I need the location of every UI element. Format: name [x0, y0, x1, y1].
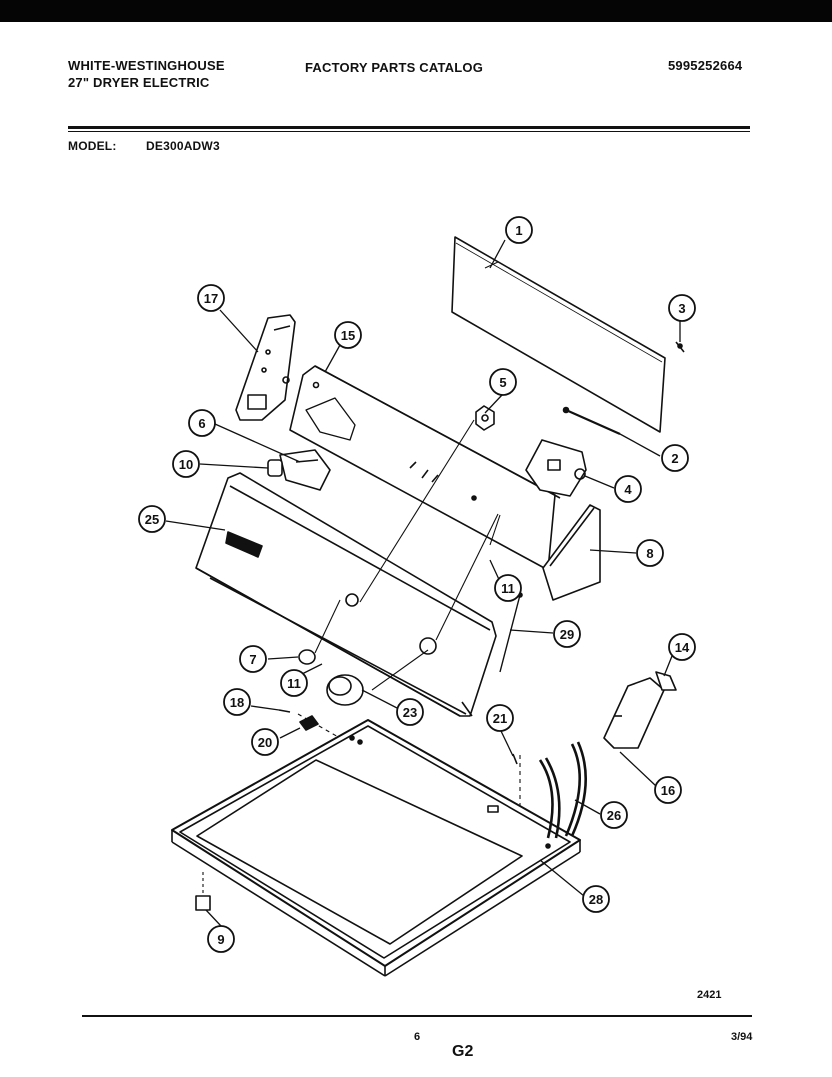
callout-25: 25 [138, 505, 166, 533]
callout-16: 16 [654, 776, 682, 804]
switch-part [267, 449, 331, 491]
svg-text:20: 20 [258, 735, 272, 750]
callout-28: 28 [582, 885, 610, 913]
catalog-number: 5995252664 [668, 58, 743, 73]
callout-3: 3 [668, 294, 696, 322]
terminal-block-part [603, 671, 677, 749]
drawing-number: 2421 [697, 989, 722, 1001]
callout-23: 23 [396, 698, 424, 726]
callout-20: 20 [251, 728, 279, 756]
callout-14: 14 [668, 633, 696, 661]
svg-text:5: 5 [499, 375, 506, 390]
svg-text:26: 26 [607, 808, 621, 823]
hoses-part [538, 741, 587, 839]
back-panel-part [451, 236, 666, 433]
callout-6: 6 [188, 409, 216, 437]
large-knob-part [326, 674, 364, 706]
callout-5: 5 [489, 368, 517, 396]
callout-15: 15 [334, 321, 362, 349]
screws-part [278, 709, 319, 731]
callout-2: 2 [661, 444, 689, 472]
brand-title: WHITE-WESTINGHOUSE [68, 58, 225, 73]
footer-rule [82, 1015, 752, 1017]
svg-text:4: 4 [624, 482, 632, 497]
product-title: 27" DRYER ELECTRIC [68, 75, 210, 90]
svg-text:2: 2 [671, 451, 678, 466]
callout-26: 26 [600, 801, 628, 829]
bracket-part [235, 314, 296, 421]
svg-text:15: 15 [341, 328, 355, 343]
svg-text:29: 29 [560, 627, 574, 642]
svg-text:16: 16 [661, 783, 675, 798]
model-value: DE300ADW3 [146, 139, 220, 153]
top-black-bar [0, 0, 832, 22]
svg-text:14: 14 [675, 640, 690, 655]
screw-21-part [512, 753, 518, 765]
svg-text:28: 28 [589, 892, 603, 907]
callout-9: 9 [207, 925, 235, 953]
callout-8: 8 [636, 539, 664, 567]
callout-29: 29 [553, 620, 581, 648]
callout-21: 21 [486, 704, 514, 732]
callout-7: 7 [239, 645, 267, 673]
model-label: MODEL: [68, 139, 117, 153]
screw-part [675, 341, 685, 353]
callout-10: 10 [172, 450, 200, 478]
svg-text:3: 3 [678, 301, 685, 316]
svg-text:18: 18 [230, 695, 244, 710]
svg-text:10: 10 [179, 457, 193, 472]
svg-text:23: 23 [403, 705, 417, 720]
small-knob-part [298, 649, 316, 665]
wire-harness-part [499, 592, 523, 673]
svg-text:9: 9 [217, 932, 224, 947]
page-number: 6 [414, 1031, 421, 1043]
group-label: G2 [452, 1043, 474, 1060]
revision-date: 3/94 [731, 1031, 753, 1043]
svg-text:8: 8 [646, 546, 653, 561]
callout-11-lower: 11 [280, 669, 308, 697]
callout-18: 18 [223, 688, 251, 716]
cord-part [562, 406, 621, 436]
svg-text:6: 6 [198, 416, 205, 431]
end-cap-part [542, 504, 601, 601]
callout-11-upper: 11 [494, 574, 522, 602]
svg-text:11: 11 [287, 676, 301, 691]
header-rule-thin [68, 131, 750, 132]
svg-text:25: 25 [145, 512, 159, 527]
control-panel-part [289, 365, 561, 571]
callout-4: 4 [614, 475, 642, 503]
callout-17: 17 [197, 284, 225, 312]
header-rule-thick [68, 126, 750, 129]
callout-1: 1 [505, 216, 533, 244]
knob-part [475, 405, 495, 431]
svg-text:1: 1 [515, 223, 522, 238]
svg-text:17: 17 [204, 291, 218, 306]
svg-text:21: 21 [493, 711, 507, 726]
svg-text:7: 7 [249, 652, 256, 667]
leader-lines [165, 239, 681, 927]
foot-part [195, 895, 211, 911]
top-panel-part [171, 719, 581, 977]
catalog-title: FACTORY PARTS CATALOG [305, 60, 484, 75]
svg-text:11: 11 [501, 581, 515, 596]
assembly-lines [202, 419, 521, 898]
timer-part [525, 439, 587, 497]
